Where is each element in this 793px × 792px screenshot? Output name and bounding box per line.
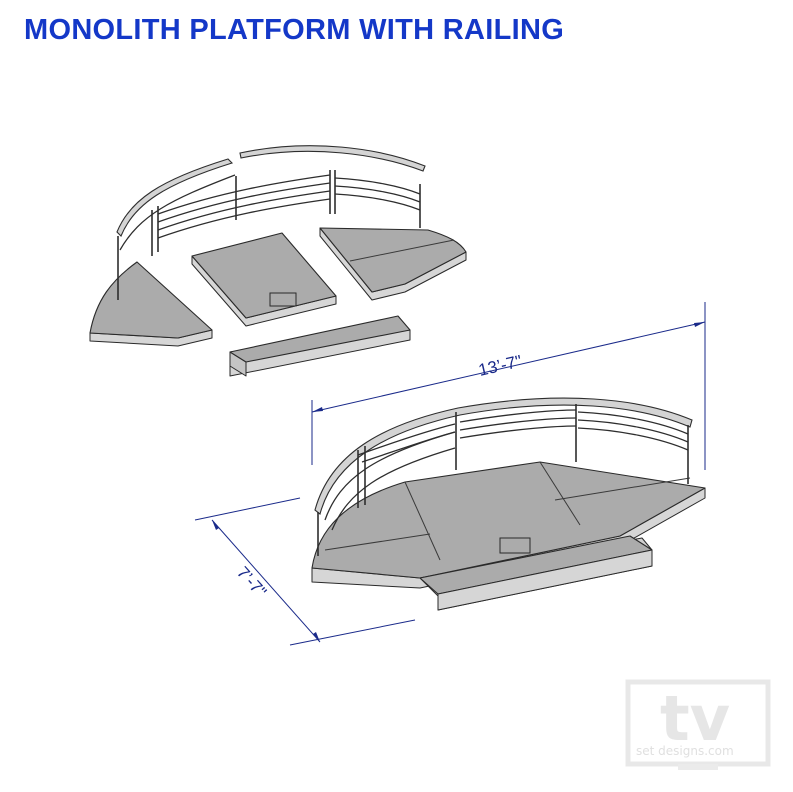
logo-tv-text: tv — [660, 682, 730, 755]
dimension-width: 13’-7" — [311, 302, 706, 470]
exploded-deck-hatch — [269, 292, 297, 307]
assembled-railing — [314, 397, 693, 556]
logo-sub-text: set designs.com — [636, 744, 734, 758]
page-title: MONOLITH PLATFORM WITH RAILING — [24, 14, 565, 46]
exploded-front-step — [229, 315, 411, 377]
exploded-center-deck — [191, 232, 337, 327]
exploded-railing — [116, 145, 426, 300]
exploded-right-corner-section — [319, 227, 467, 301]
depth-dimension-label: 7’-7" — [233, 563, 270, 601]
tvsetdesigns-logo: tv set designs.com — [625, 679, 771, 770]
assembled-front-step — [419, 535, 653, 611]
assembled-view — [311, 397, 706, 611]
dimension-depth: 7’-7" — [194, 497, 416, 646]
width-dimension-label: 13’-7" — [477, 352, 524, 380]
assembled-deck-hatch — [499, 537, 531, 554]
exploded-left-corner-section — [89, 261, 213, 347]
exploded-view — [89, 145, 467, 377]
